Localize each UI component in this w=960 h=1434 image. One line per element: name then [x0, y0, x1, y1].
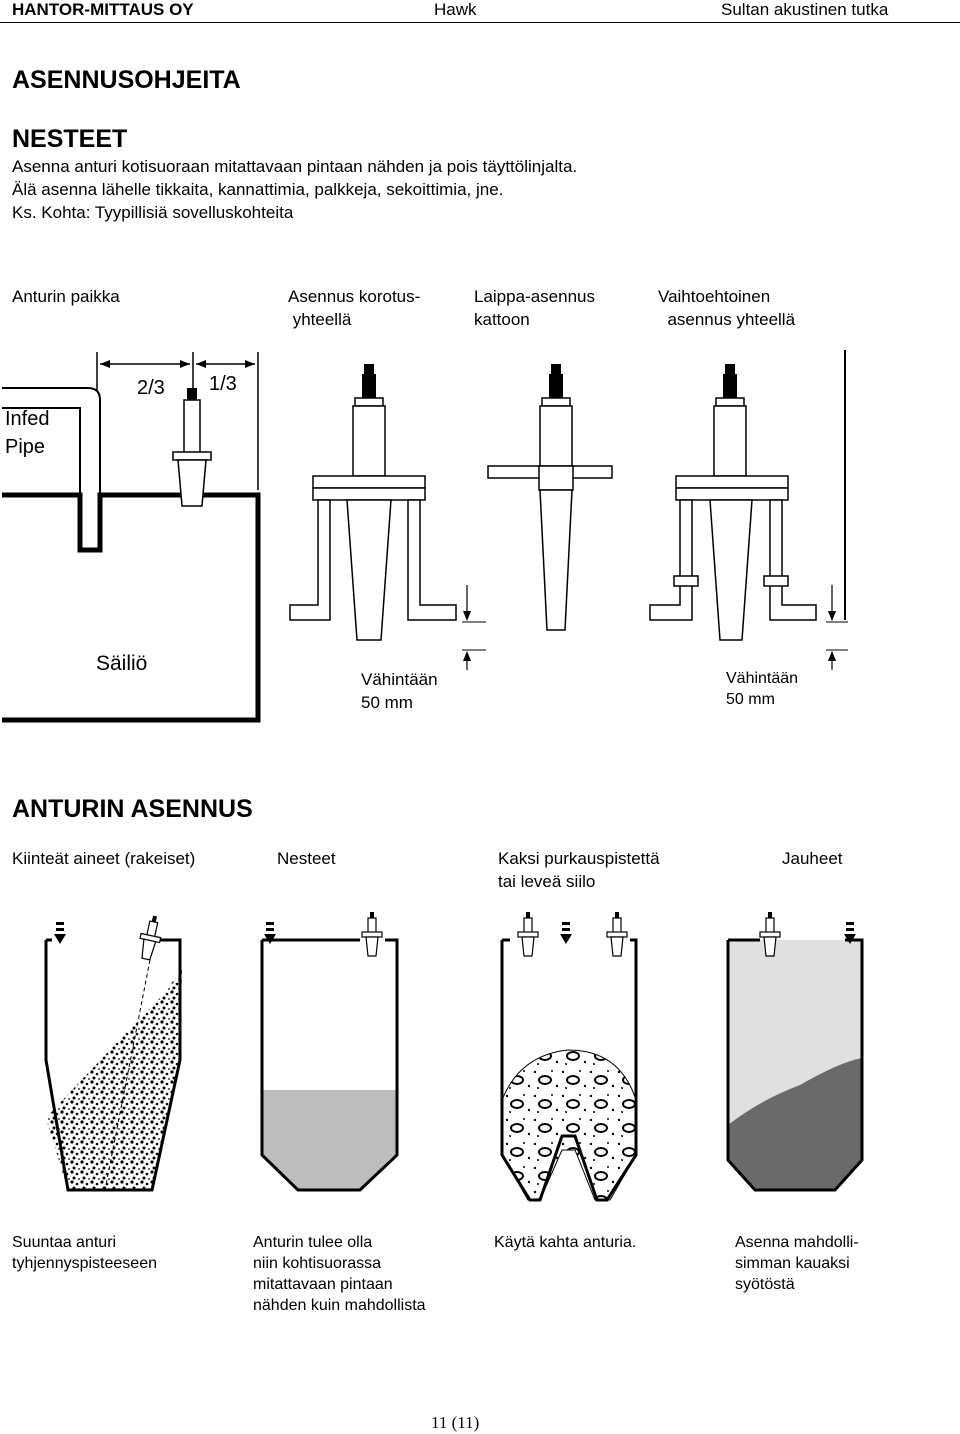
fig1-label-flange-mount: Laippa-asennus kattoon: [474, 287, 595, 329]
fig1-label-sensor-position: Anturin paikka: [12, 287, 120, 306]
document-title: Sultan akustinen tutka: [721, 0, 889, 19]
caption-powders: Asenna mahdolli- simman kauaksi syötöstä: [735, 1234, 859, 1293]
liquids-line-2: Älä asenna lähelle tikkaita, kannattimia…: [12, 180, 504, 199]
caption-liquids: Anturin tulee olla niin kohtisuorassa mi…: [253, 1234, 426, 1314]
liquids-line-3: Ks. Kohta: Tyypillisiä sovelluskohteita: [12, 203, 294, 222]
tank-diagram: Infed Pipe 2/3 1/3 Säiliö: [2, 352, 261, 723]
label-solids: Kiinteät aineet (rakeiset): [12, 849, 196, 868]
flange-mount-diagram: [487, 363, 613, 631]
section-heading-liquids: NESTEET: [12, 125, 128, 153]
silo-figures: [44, 911, 864, 1202]
min-distance-text-2: Vähintään 50 mm: [726, 670, 799, 708]
label-powders: Jauheet: [782, 849, 843, 868]
liquids-line-1: Asenna anturi kotisuoraan mitattavaan pi…: [12, 157, 578, 176]
alternative-mount-diagram: [649, 350, 848, 670]
infed-label: Infed: [5, 408, 49, 430]
caption-solids: Suuntaa anturi tyhjennyspisteeseen: [12, 1234, 157, 1272]
label-two-outlets: Kaksi purkauspistettä tai leveä siilo: [498, 849, 660, 891]
dim-one-third: 1/3: [209, 373, 237, 395]
min-distance-text-1: Vähintään 50 mm: [361, 670, 438, 712]
company-name: HANTOR-MITTAUS OY: [12, 0, 194, 19]
fig1-label-alternative-mount: Vaihtoehtoinen asennus yhteellä: [658, 287, 796, 329]
tank-label: Säiliö: [96, 652, 147, 675]
powder-silo: [726, 911, 864, 1192]
dim-two-thirds: 2/3: [137, 377, 165, 399]
section-heading-sensor-installation: ANTURIN ASENNUS: [12, 795, 253, 823]
product-name: Hawk: [434, 0, 477, 19]
header-rule: [0, 22, 960, 23]
riser-mount-diagram: [289, 363, 486, 670]
liquid-silo: [260, 911, 399, 1192]
fig1-label-riser-mount: Asennus korotus- yhteellä: [288, 287, 421, 329]
two-outlet-silo: [500, 911, 638, 1202]
mounting-figure: Infed Pipe 2/3 1/3 Säiliö Vähintää: [2, 350, 848, 723]
page-title: ASENNUSOHJEITA: [12, 66, 241, 94]
solids-silo: [44, 913, 182, 1192]
pipe-label: Pipe: [5, 436, 45, 458]
caption-two-outlets: Käytä kahta anturia.: [494, 1234, 637, 1251]
page-number: 11 (11): [431, 1413, 480, 1432]
label-liquids: Nesteet: [277, 849, 336, 868]
